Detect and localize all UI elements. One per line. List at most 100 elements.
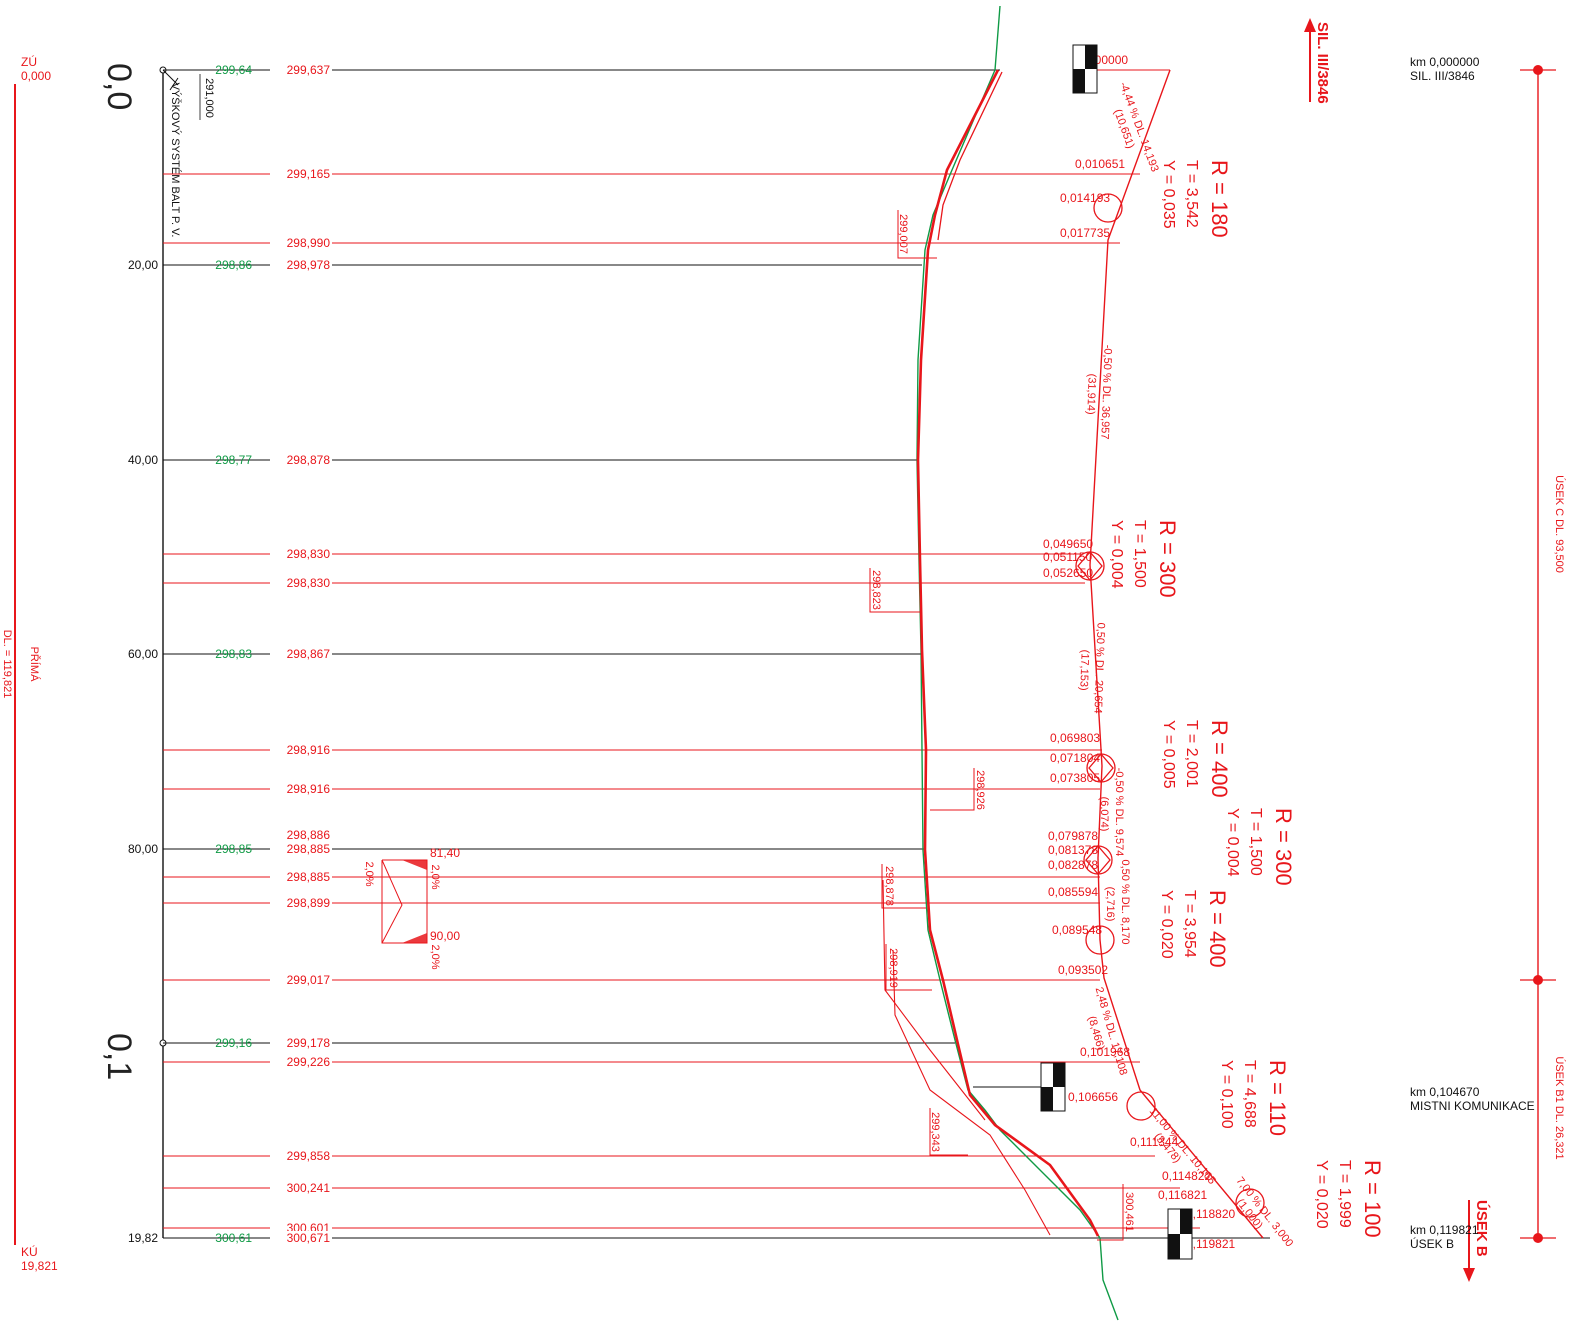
chainage-label: 0,014193: [1060, 191, 1110, 205]
road-label-top: SIL. III/3846: [1314, 22, 1331, 104]
chainage-label: 0,101968: [1080, 1045, 1130, 1059]
crossfall-value-1: 2,0%: [363, 861, 375, 886]
gradient-polyline: [1089, 69, 1264, 1239]
gradient-labels: -4,44 % DL. 14,193(10,651)-0,50 % DL. 36…: [1077, 80, 1295, 1249]
design-elevation: 298,899: [287, 896, 331, 910]
note-name-3: ÚSEK B: [1410, 1236, 1454, 1251]
chainage-label: 0,017735: [1060, 226, 1110, 240]
terrain-elevation: 299,16: [215, 1036, 252, 1050]
curve-radius: R = 300: [1271, 808, 1296, 886]
chainage-label: 0,119821: [1186, 1237, 1235, 1251]
gradient-sub-label: (17,153): [1077, 649, 1090, 690]
design-elevation: 298,916: [287, 743, 331, 757]
design-elevation: 300,671: [287, 1231, 331, 1245]
crossfall-station-2: 90,00: [430, 929, 460, 943]
chainage-label: 0,093502: [1058, 963, 1108, 977]
segment-c: ÚSEK C DL. 93,500: [1553, 475, 1566, 573]
chainage-label: 0,073805: [1050, 771, 1100, 785]
design-elevation: 299,858: [287, 1149, 331, 1163]
segment-ruler: ÚSEK C DL. 93,500 ÚSEK B1 DL. 26,321: [1520, 65, 1566, 1243]
chainage-label: 0,114822: [1162, 1169, 1211, 1183]
chainage-label: 0,051150: [1043, 550, 1092, 564]
design-elevation: 298,978: [287, 258, 331, 272]
design-left-curve: [892, 949, 1051, 1236]
label-mask: [270, 1231, 332, 1245]
chainage-label: 0,069803: [1050, 731, 1100, 745]
chainage-label: 0,052650: [1043, 566, 1093, 580]
gradient-sub-label: (31,914): [1084, 373, 1097, 414]
zu-value: 0,000: [21, 69, 51, 83]
vertex-elevation: 299,007: [897, 214, 909, 254]
label-mask: [270, 547, 332, 561]
label-mask: [270, 167, 332, 181]
label-mask: [270, 453, 332, 467]
curve-y: Y = 0,035: [1160, 160, 1177, 229]
curve-tangent: T = 3,954: [1181, 890, 1198, 958]
label-mask: [270, 63, 332, 77]
chainage-label: 0,116821: [1158, 1188, 1207, 1202]
road-label-bottom: ÚSEK B: [1473, 1200, 1491, 1257]
label-mask: [270, 1181, 332, 1195]
vertex-elevation: 300,461: [1123, 1192, 1135, 1232]
curve-y: Y = 0,100: [1218, 1060, 1235, 1129]
km-marks: 0,0 0,1: [100, 63, 138, 1080]
station-label: 19,82: [128, 1231, 158, 1245]
prima-label: PŘÍMÁ: [28, 647, 41, 683]
note-km-1: km 0,000000: [1410, 55, 1480, 69]
vertex-elevation: 298,926: [974, 770, 986, 810]
label-mask: [270, 782, 332, 796]
design-grade-line: [916, 69, 1100, 1237]
design-elevation: 300,241: [287, 1181, 331, 1195]
prima-length: DL. = 119,821: [1, 630, 13, 699]
terrain-elevation: 298,83: [215, 647, 252, 661]
section-blocks: [973, 44, 1193, 1260]
gradient-label: -0,50 % DL. 9,574: [1113, 768, 1125, 857]
note-km-2: km 0,104670: [1410, 1085, 1480, 1099]
chainage-label: 0,085594: [1048, 885, 1098, 899]
curve-y: Y = 0,020: [1158, 890, 1175, 959]
label-mask: [270, 236, 332, 250]
curve-tangent: T = 2,001: [1183, 720, 1200, 788]
label-mask: [270, 576, 332, 590]
design-elevation: 299,178: [287, 1036, 331, 1050]
chainage-label: 0,010651: [1075, 157, 1125, 171]
gradient-label: 0,50 % DL. 8,170: [1119, 859, 1131, 944]
chainage-label: 0,082878: [1048, 858, 1098, 872]
note-km-3: km 0,119821: [1410, 1223, 1479, 1237]
height-system-label: VÝŠKOVÝ SYSTÉM BALT P. V.: [169, 83, 182, 238]
design-elevation: 299,165: [287, 167, 331, 181]
vertex-elevation: 298,919: [887, 948, 899, 988]
vertex-elevation: 298,878: [883, 866, 895, 906]
axis-marker: [162, 69, 179, 91]
chainage-label: 0,111344: [1130, 1135, 1179, 1149]
station-label: 40,00: [128, 453, 158, 467]
label-mask: [270, 647, 332, 661]
station-label: 80,00: [128, 842, 158, 856]
gradient-sub-label: (2,716): [1104, 887, 1116, 922]
terrain-elevation: 300,61: [215, 1231, 252, 1245]
curve-radius: R = 300: [1155, 520, 1180, 598]
ku-value: 19,821: [21, 1259, 58, 1273]
curve-markers: [1075, 193, 1265, 1218]
vertex-elevation: 299,343: [929, 1112, 941, 1152]
label-mask: [270, 1036, 332, 1050]
km-mark-1: 0,1: [100, 1033, 138, 1080]
terrain-elevation: 298,85: [215, 842, 252, 856]
curve-tangent: T = 1,500: [1131, 520, 1148, 588]
curve-tangent: T = 1,500: [1247, 808, 1264, 876]
gradient-label: 0,50 % DL. 20,654: [1091, 622, 1106, 713]
chainage-label: 0,071804: [1050, 751, 1100, 765]
design-elevation: 299,637: [287, 63, 331, 77]
label-mask: [270, 743, 332, 757]
curve-y: Y = 0,004: [1224, 808, 1241, 877]
curve-y: Y = 0,020: [1313, 1160, 1330, 1229]
design-elevation: 298,830: [287, 576, 331, 590]
design-elevation: 299,226: [287, 1055, 331, 1069]
design-elevation-extra: 298,886: [287, 828, 331, 842]
design-edge-line: [937, 71, 1003, 241]
ku-label: KÚ: [21, 1244, 38, 1259]
reference-level: 291,000: [203, 78, 215, 118]
